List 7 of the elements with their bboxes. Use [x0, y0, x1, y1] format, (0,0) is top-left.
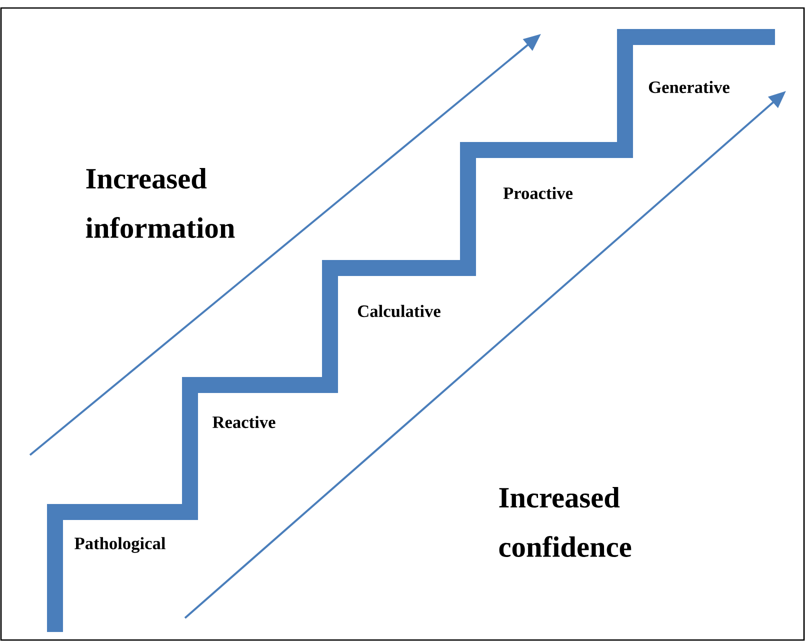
annotation-text: Increased information — [86, 168, 235, 238]
step-label: Calculative — [358, 304, 440, 318]
step-label: Reactive — [212, 416, 276, 428]
step-label: Proactive — [503, 186, 573, 200]
step-label: Generative — [648, 80, 730, 94]
step-label: Pathological — [74, 537, 166, 553]
annotation-text: Increased confidence — [499, 487, 632, 557]
